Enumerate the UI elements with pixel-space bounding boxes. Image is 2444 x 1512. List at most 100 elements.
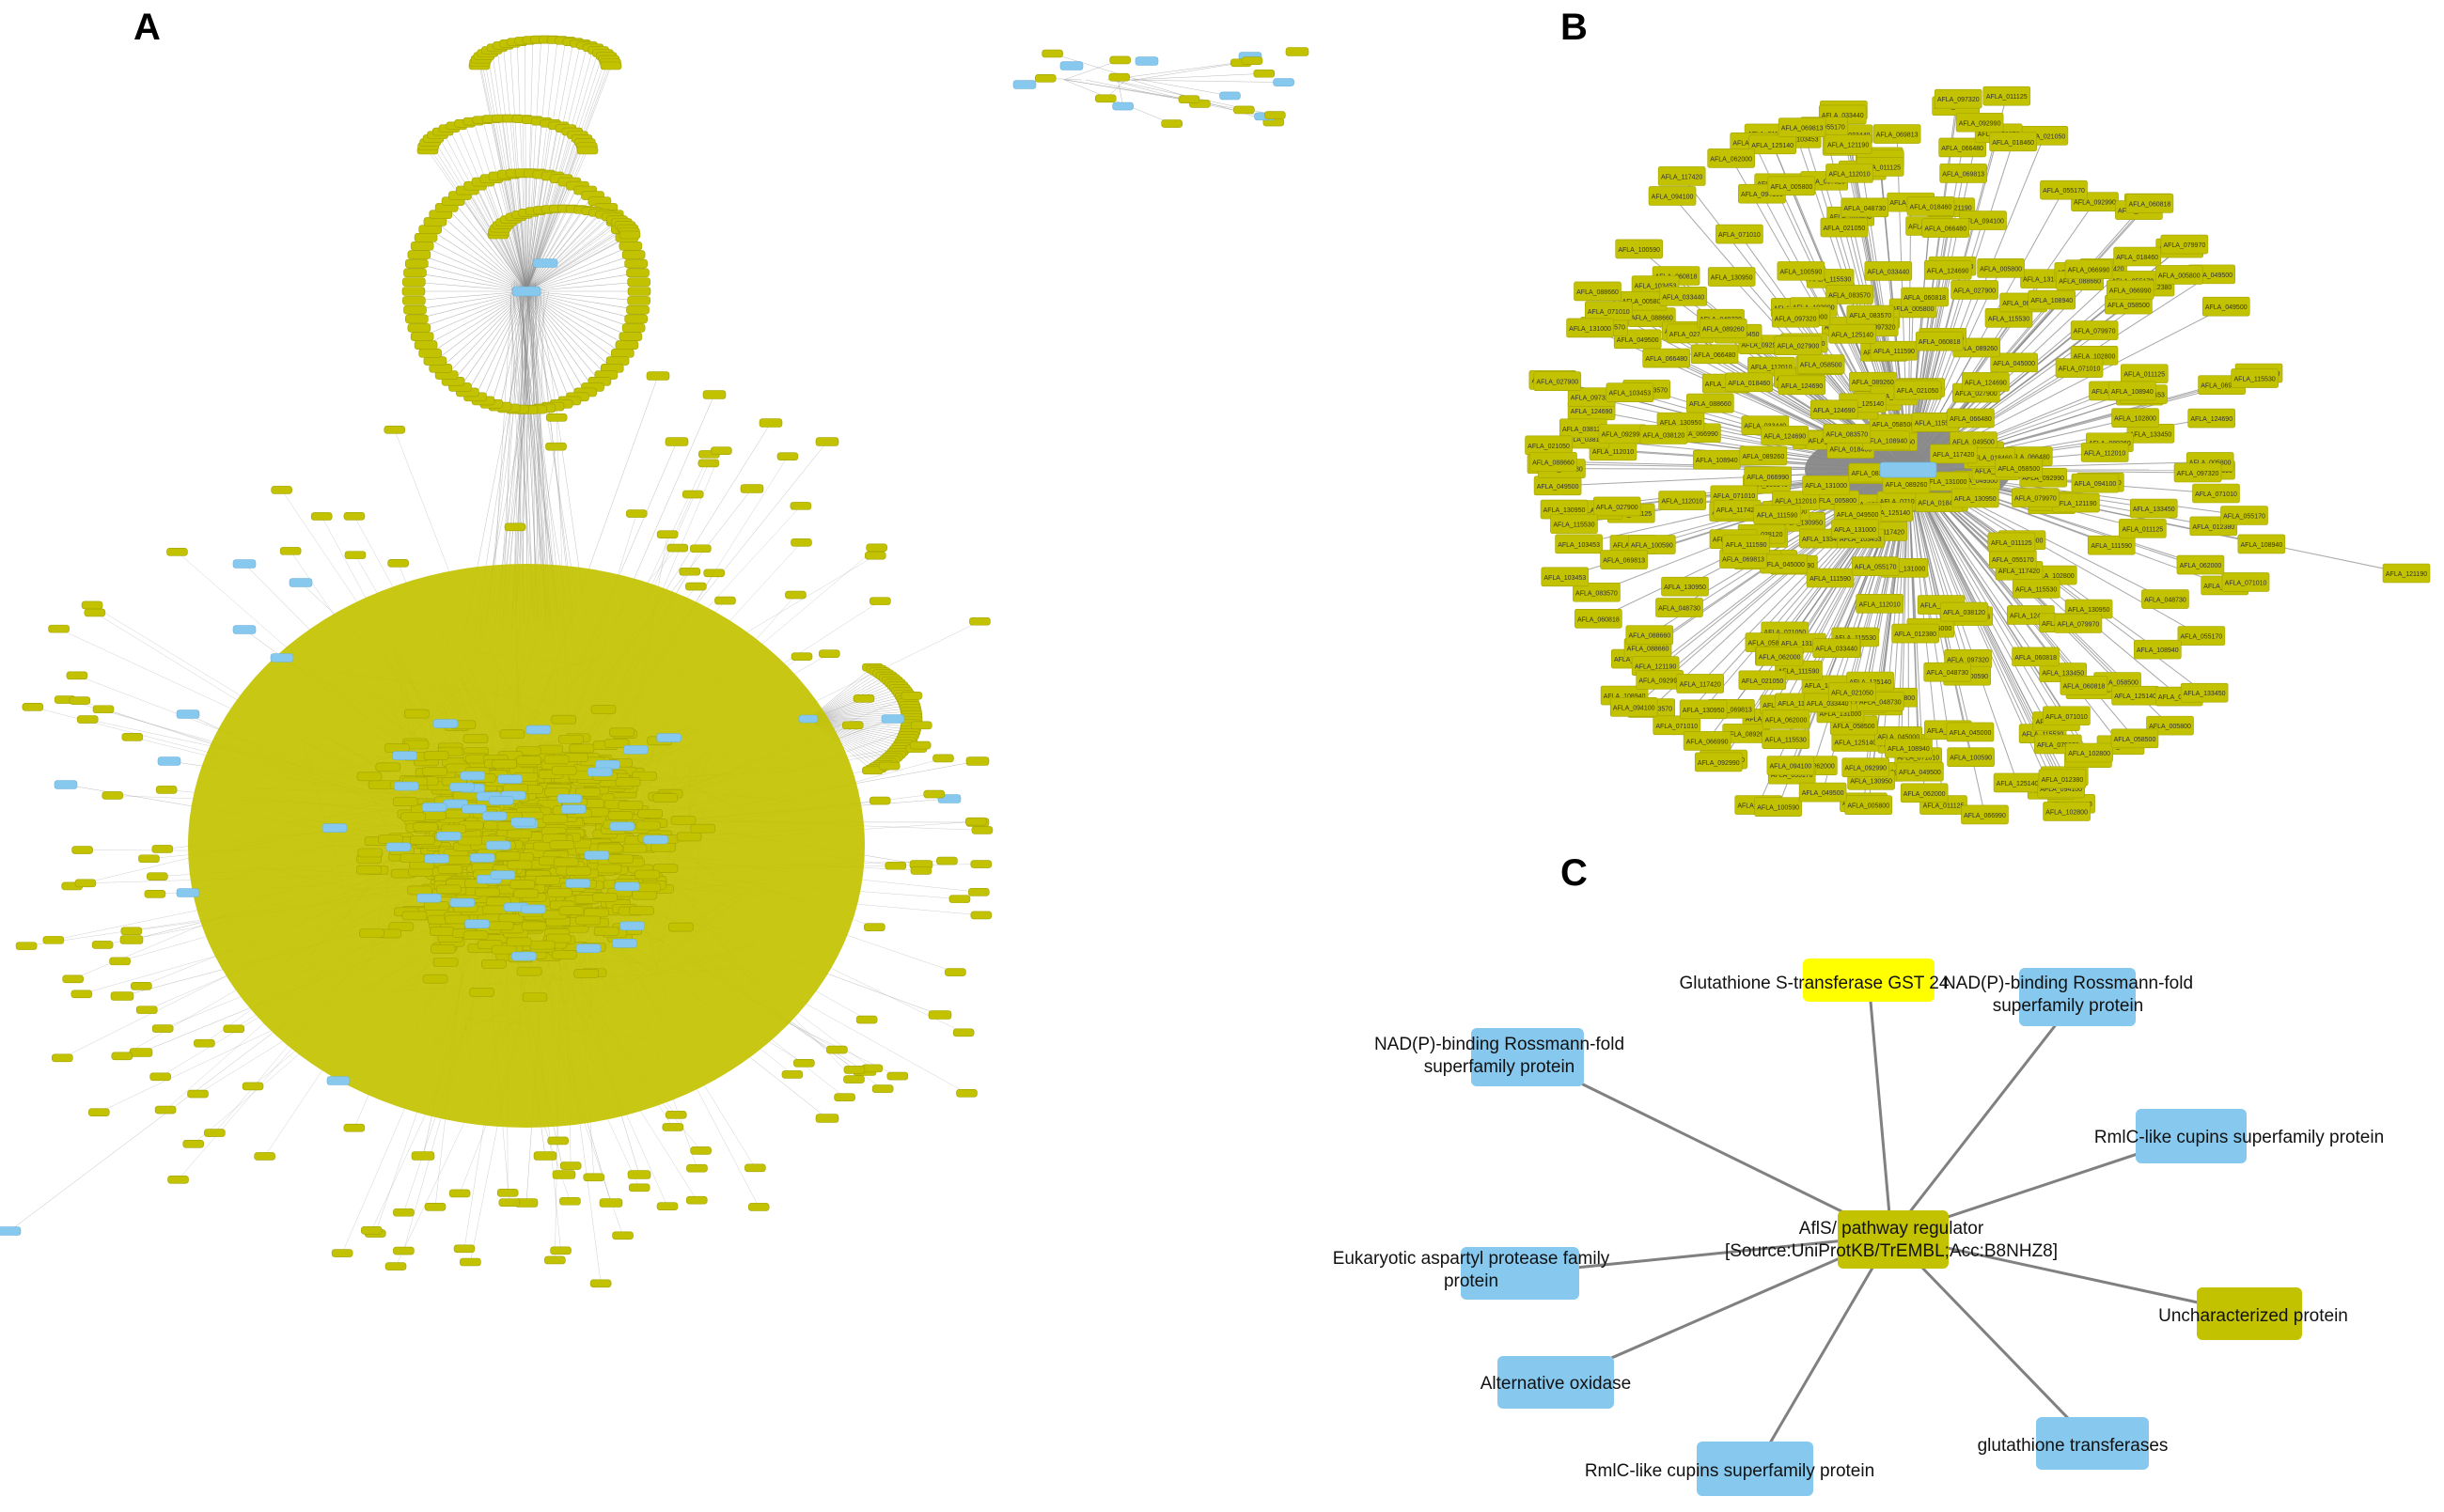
gene-node-label: AFLA_038120 [1564,437,1606,444]
node-label: glutathione transferases [1978,1436,2169,1456]
top-cluster-edge [414,290,527,302]
gene-node-box [1642,348,1691,368]
gene-node [166,548,188,556]
gene-node-label: AFLA_005800 [1892,306,1935,313]
gene-node [855,1015,878,1024]
gene-node-label: AFLA_130950 [1711,275,1753,282]
gene-node [400,853,426,863]
gene-node-box [1657,166,1706,186]
fan-edge [516,41,527,292]
gene-node: AFLA_060818 [2060,676,2108,695]
regulator-node [432,719,459,728]
gene-node: AFLA_048730 [1655,598,1703,617]
gene-node-box [1806,568,1855,588]
gene-node [401,911,428,921]
gene-node-label: AFLA_088660 [2059,279,2101,286]
gene-node [826,1045,848,1054]
gene-node-label: AFLA_092990 [1638,678,1681,684]
top-cluster-edge [422,290,527,337]
gene-node-label: AFLA_112010 [1859,601,1901,608]
top-cluster-edge [525,290,636,320]
gene-node: AFLA_103453 [1555,534,1603,554]
gene-node-label: AFLA_092990 [1959,120,2001,127]
gene-node [621,250,646,259]
gene-node-label: AFLA_049500 [1537,484,1579,491]
gene-node [1161,119,1183,128]
gene-node-label: AFLA_097320 [1803,179,1845,185]
gene-node: AFLA_069813 [1778,117,1826,138]
gene-node-label: AFLA_092990 [1602,432,1644,439]
gene-node [368,780,394,789]
gene-node-label: AFLA_021050 [1741,678,1783,685]
gene-node: AFLA_102800 [2065,742,2113,763]
gene-node: AFLA_130950 [1661,576,1709,597]
gene-node: AFLA_060818 [1574,608,1622,629]
gene-node-box [1628,535,1676,554]
node-nadp-left: NAD(P)-binding Rossmann-foldsuperfamily … [1374,1028,1624,1086]
gene-node-label: AFLA_055170 [1771,772,1813,779]
regulator-node [54,780,78,789]
gene-node [1108,72,1131,82]
gene-node: AFLA_045000 [1760,553,1808,574]
gene-node-label: AFLA_062000 [1765,717,1808,724]
gene-node-label: AFLA_045000 [1950,730,1992,737]
gene-node-box [1961,804,2009,825]
regulator-node [622,745,649,755]
node-glut-transferases: glutathione transferases [1978,1417,2169,1470]
top-cluster-edge [525,290,638,311]
regulator-node [462,804,487,814]
regulator-node [424,854,449,864]
gene-node-box [1707,267,1756,287]
fan-edge [525,209,553,292]
top-cluster-edge [525,290,639,302]
gene-node: AFLA_055170 [2177,626,2226,646]
gene-node-label: AFLA_089260 [1725,731,1767,738]
gene-node-label: AFLA_069813 [1722,557,1764,564]
node-aspartyl: Eukaryotic aspartyl protease familyprote… [1333,1247,1610,1300]
gene-node-label: AFLA_125140 [1868,510,1910,517]
gene-node-label: AFLA_066990 [1964,813,2006,819]
gene-node [965,756,990,766]
gene-node-box [1938,137,1986,158]
fan-edge [498,231,527,292]
gene-node [552,950,577,959]
node-label: superfamily protein [1993,996,2144,1016]
gene-node [646,371,670,381]
gene-node-label: AFLA_094100 [1652,194,1694,200]
top-cluster-edge [525,221,619,292]
gene-node-label: AFLA_066990 [1676,431,1718,438]
gene-node-box [1574,608,1622,629]
gene-node-box [1885,738,1933,758]
gene-node-box [2237,534,2286,554]
gene-node [387,558,409,568]
gene-node-label: AFLA_083570 [1849,313,1891,320]
fan-edge [525,210,544,292]
gene-node-label: AFLA_097320 [1947,657,1989,663]
bridge-edge [513,282,569,612]
gene-node [589,1279,612,1288]
gene-node-box [1825,285,1873,304]
gene-node [414,232,438,242]
small-cluster-edge [1064,79,1172,124]
gene-node: AFLA_124690 [1923,260,1972,280]
edge-gst24 [1867,979,1893,1237]
gene-node: AFLA_055170 [2040,179,2088,200]
hub-edge [1907,347,1978,471]
gene-node [573,969,600,978]
gene-node: AFLA_111590 [1722,534,1770,554]
gene-node [516,966,542,976]
gene-node-box [1777,261,1825,281]
gene-node [506,937,532,947]
fan-edge [509,43,527,292]
gene-node-box [2012,488,2060,507]
gene-node [885,861,907,870]
gene-node-label: AFLA_018460 [1918,501,1960,507]
gene-node [575,915,602,926]
gene-node [871,1084,894,1093]
gene-node: AFLA_071010 [1653,715,1701,736]
top-cluster-edge [434,221,527,292]
gene-node-box [2071,473,2120,493]
gene-node-label: AFLA_055170 [2180,634,2222,641]
gene-node [393,1246,415,1255]
